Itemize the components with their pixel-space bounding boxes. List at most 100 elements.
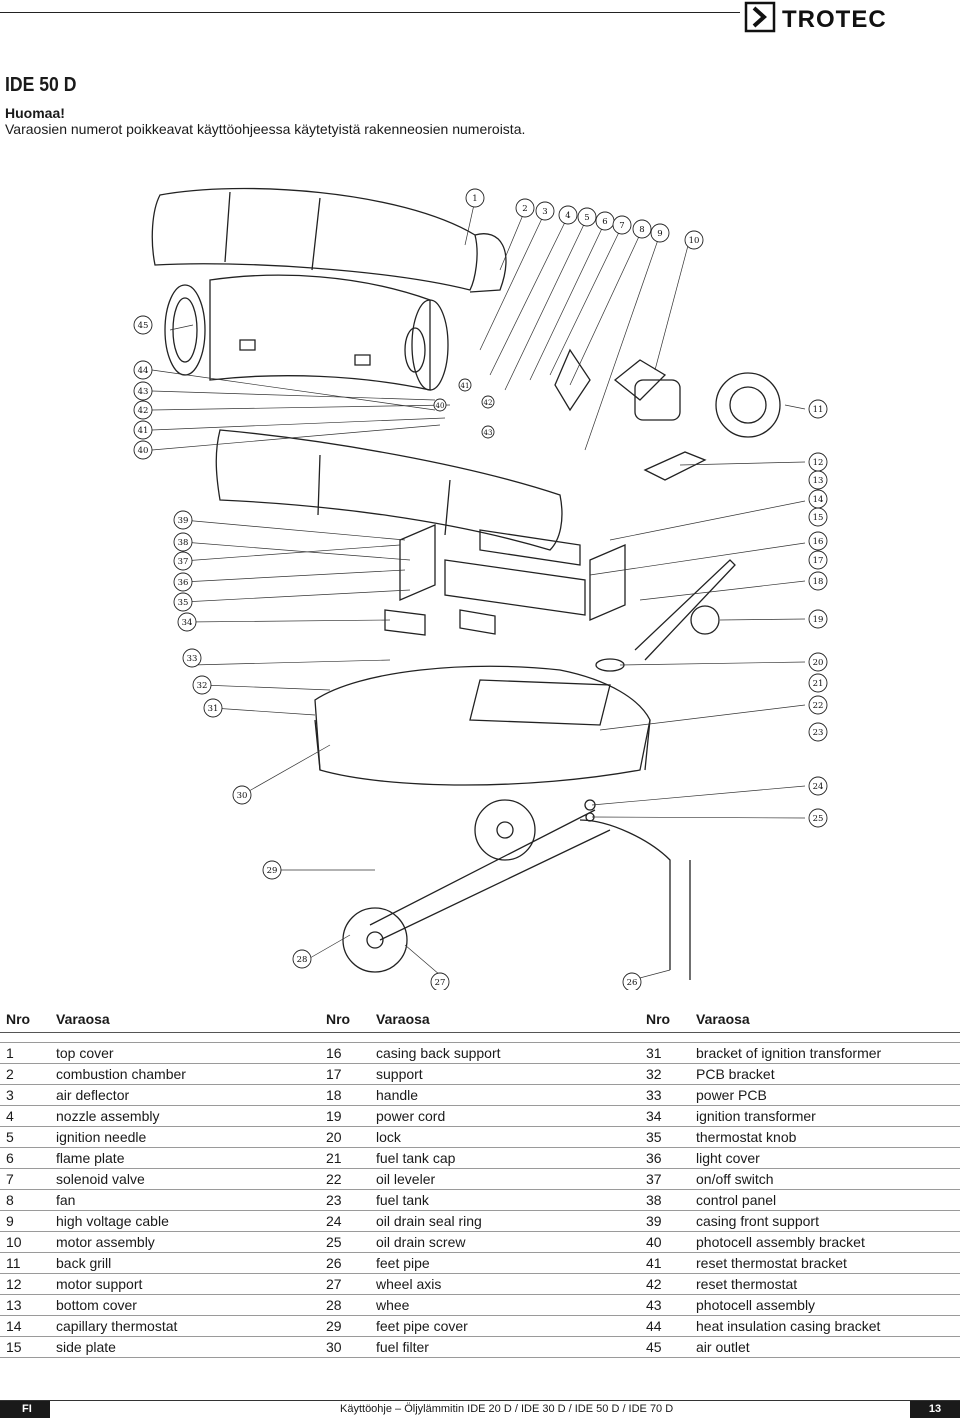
svg-text:4: 4	[565, 211, 570, 221]
svg-text:2: 2	[522, 204, 527, 214]
part-name-cell: oil drain screw	[370, 1231, 640, 1253]
table-spacer-row	[0, 1032, 960, 1043]
part-name-cell: bottom cover	[50, 1294, 320, 1316]
part-number-cell: 13	[0, 1294, 50, 1316]
part-number-cell: 33	[640, 1084, 690, 1106]
part-number-cell: 45	[640, 1336, 690, 1358]
svg-text:7: 7	[619, 221, 624, 231]
svg-text:43: 43	[484, 429, 493, 437]
part-name-cell: whee	[370, 1294, 640, 1316]
part-name-cell: casing front support	[690, 1210, 960, 1232]
svg-text:11: 11	[813, 405, 824, 415]
svg-text:14: 14	[813, 495, 824, 505]
part-name-cell: side plate	[50, 1336, 320, 1358]
part-number-cell: 31	[640, 1042, 690, 1064]
header-rule	[0, 12, 740, 13]
part-number-cell: 8	[0, 1189, 50, 1211]
col-part-2: Varaosa	[370, 1005, 640, 1033]
trotec-logo: TROTEC	[744, 1, 886, 33]
svg-text:23: 23	[813, 728, 824, 738]
part-name-cell: light cover	[690, 1147, 960, 1169]
exploded-view-diagram: 1 2 3 4 5 6 7 8 9 10 11 12 13 14 15 16 1…	[133, 187, 828, 990]
svg-text:34: 34	[182, 618, 193, 628]
part-name-cell: thermostat knob	[690, 1126, 960, 1148]
part-number-cell: 6	[0, 1147, 50, 1169]
part-name-cell: reset thermostat	[690, 1273, 960, 1295]
part-number-cell: 23	[320, 1189, 370, 1211]
part-number-cell: 2	[0, 1063, 50, 1085]
part-name-cell: support	[370, 1063, 640, 1085]
part-number-cell: 43	[640, 1294, 690, 1316]
part-number-cell: 27	[320, 1273, 370, 1295]
part-name-cell: power PCB	[690, 1084, 960, 1106]
svg-text:41: 41	[461, 382, 470, 390]
note-title: Huomaa!	[5, 105, 65, 121]
part-number-cell: 17	[320, 1063, 370, 1085]
svg-text:29: 29	[267, 866, 278, 876]
part-number-cell: 12	[0, 1273, 50, 1295]
part-number-cell: 37	[640, 1168, 690, 1190]
svg-text:35: 35	[178, 598, 189, 608]
svg-text:25: 25	[813, 814, 824, 824]
part-name-cell: nozzle assembly	[50, 1105, 320, 1127]
footer-language-tag: FI	[0, 1401, 50, 1418]
col-nro-1: Nro	[0, 1005, 50, 1033]
note-text: Varaosien numerot poikkeavat käyttöohjee…	[5, 121, 526, 137]
svg-text:5: 5	[584, 213, 589, 223]
diagram-parts	[151, 187, 781, 980]
part-name-cell: flame plate	[50, 1147, 320, 1169]
svg-text:27: 27	[435, 978, 446, 988]
part-number-cell: 40	[640, 1231, 690, 1253]
part-number-cell: 38	[640, 1189, 690, 1211]
part-name-cell: motor support	[50, 1273, 320, 1295]
part-name-cell: fuel filter	[370, 1336, 640, 1358]
part-name-cell: wheel axis	[370, 1273, 640, 1295]
col-part-3: Varaosa	[690, 1005, 960, 1033]
svg-text:38: 38	[178, 538, 189, 548]
part-number-cell: 20	[320, 1126, 370, 1148]
part-number-cell: 14	[0, 1315, 50, 1337]
svg-text:1: 1	[472, 194, 477, 204]
part-number-cell: 4	[0, 1105, 50, 1127]
part-name-cell: handle	[370, 1084, 640, 1106]
callout-labels: 1 2 3 4 5 6 7 8 9 10 11 12 13 14 15 16 1…	[138, 194, 824, 988]
part-name-cell: oil drain seal ring	[370, 1210, 640, 1232]
svg-text:20: 20	[813, 658, 824, 668]
part-number-cell: 42	[640, 1273, 690, 1295]
part-number-cell: 34	[640, 1105, 690, 1127]
col-part-1: Varaosa	[50, 1005, 320, 1033]
part-number-cell: 30	[320, 1336, 370, 1358]
part-name-cell: photocell assembly bracket	[690, 1231, 960, 1253]
part-name-cell: casing back support	[370, 1042, 640, 1064]
svg-text:16: 16	[813, 537, 824, 547]
leader-lines	[151, 199, 806, 981]
svg-text:40: 40	[436, 402, 445, 410]
svg-text:32: 32	[197, 681, 208, 691]
svg-text:44: 44	[138, 366, 149, 376]
part-number-cell: 28	[320, 1294, 370, 1316]
svg-text:39: 39	[178, 516, 189, 526]
part-name-cell: capillary thermostat	[50, 1315, 320, 1337]
table-header-row: Nro Varaosa Nro Varaosa Nro Varaosa	[0, 1005, 960, 1033]
svg-text:13: 13	[813, 476, 824, 486]
part-name-cell: feet pipe cover	[370, 1315, 640, 1337]
part-number-cell: 39	[640, 1210, 690, 1232]
svg-text:10: 10	[689, 236, 700, 246]
svg-text:15: 15	[813, 513, 824, 523]
part-name-cell: combustion chamber	[50, 1063, 320, 1085]
svg-text:33: 33	[187, 654, 198, 664]
part-name-cell: high voltage cable	[50, 1210, 320, 1232]
part-name-cell: solenoid valve	[50, 1168, 320, 1190]
svg-text:17: 17	[813, 556, 824, 566]
svg-text:6: 6	[602, 217, 607, 227]
part-number-cell: 41	[640, 1252, 690, 1274]
svg-text:26: 26	[627, 978, 638, 988]
part-name-cell: heat insulation casing bracket	[690, 1315, 960, 1337]
